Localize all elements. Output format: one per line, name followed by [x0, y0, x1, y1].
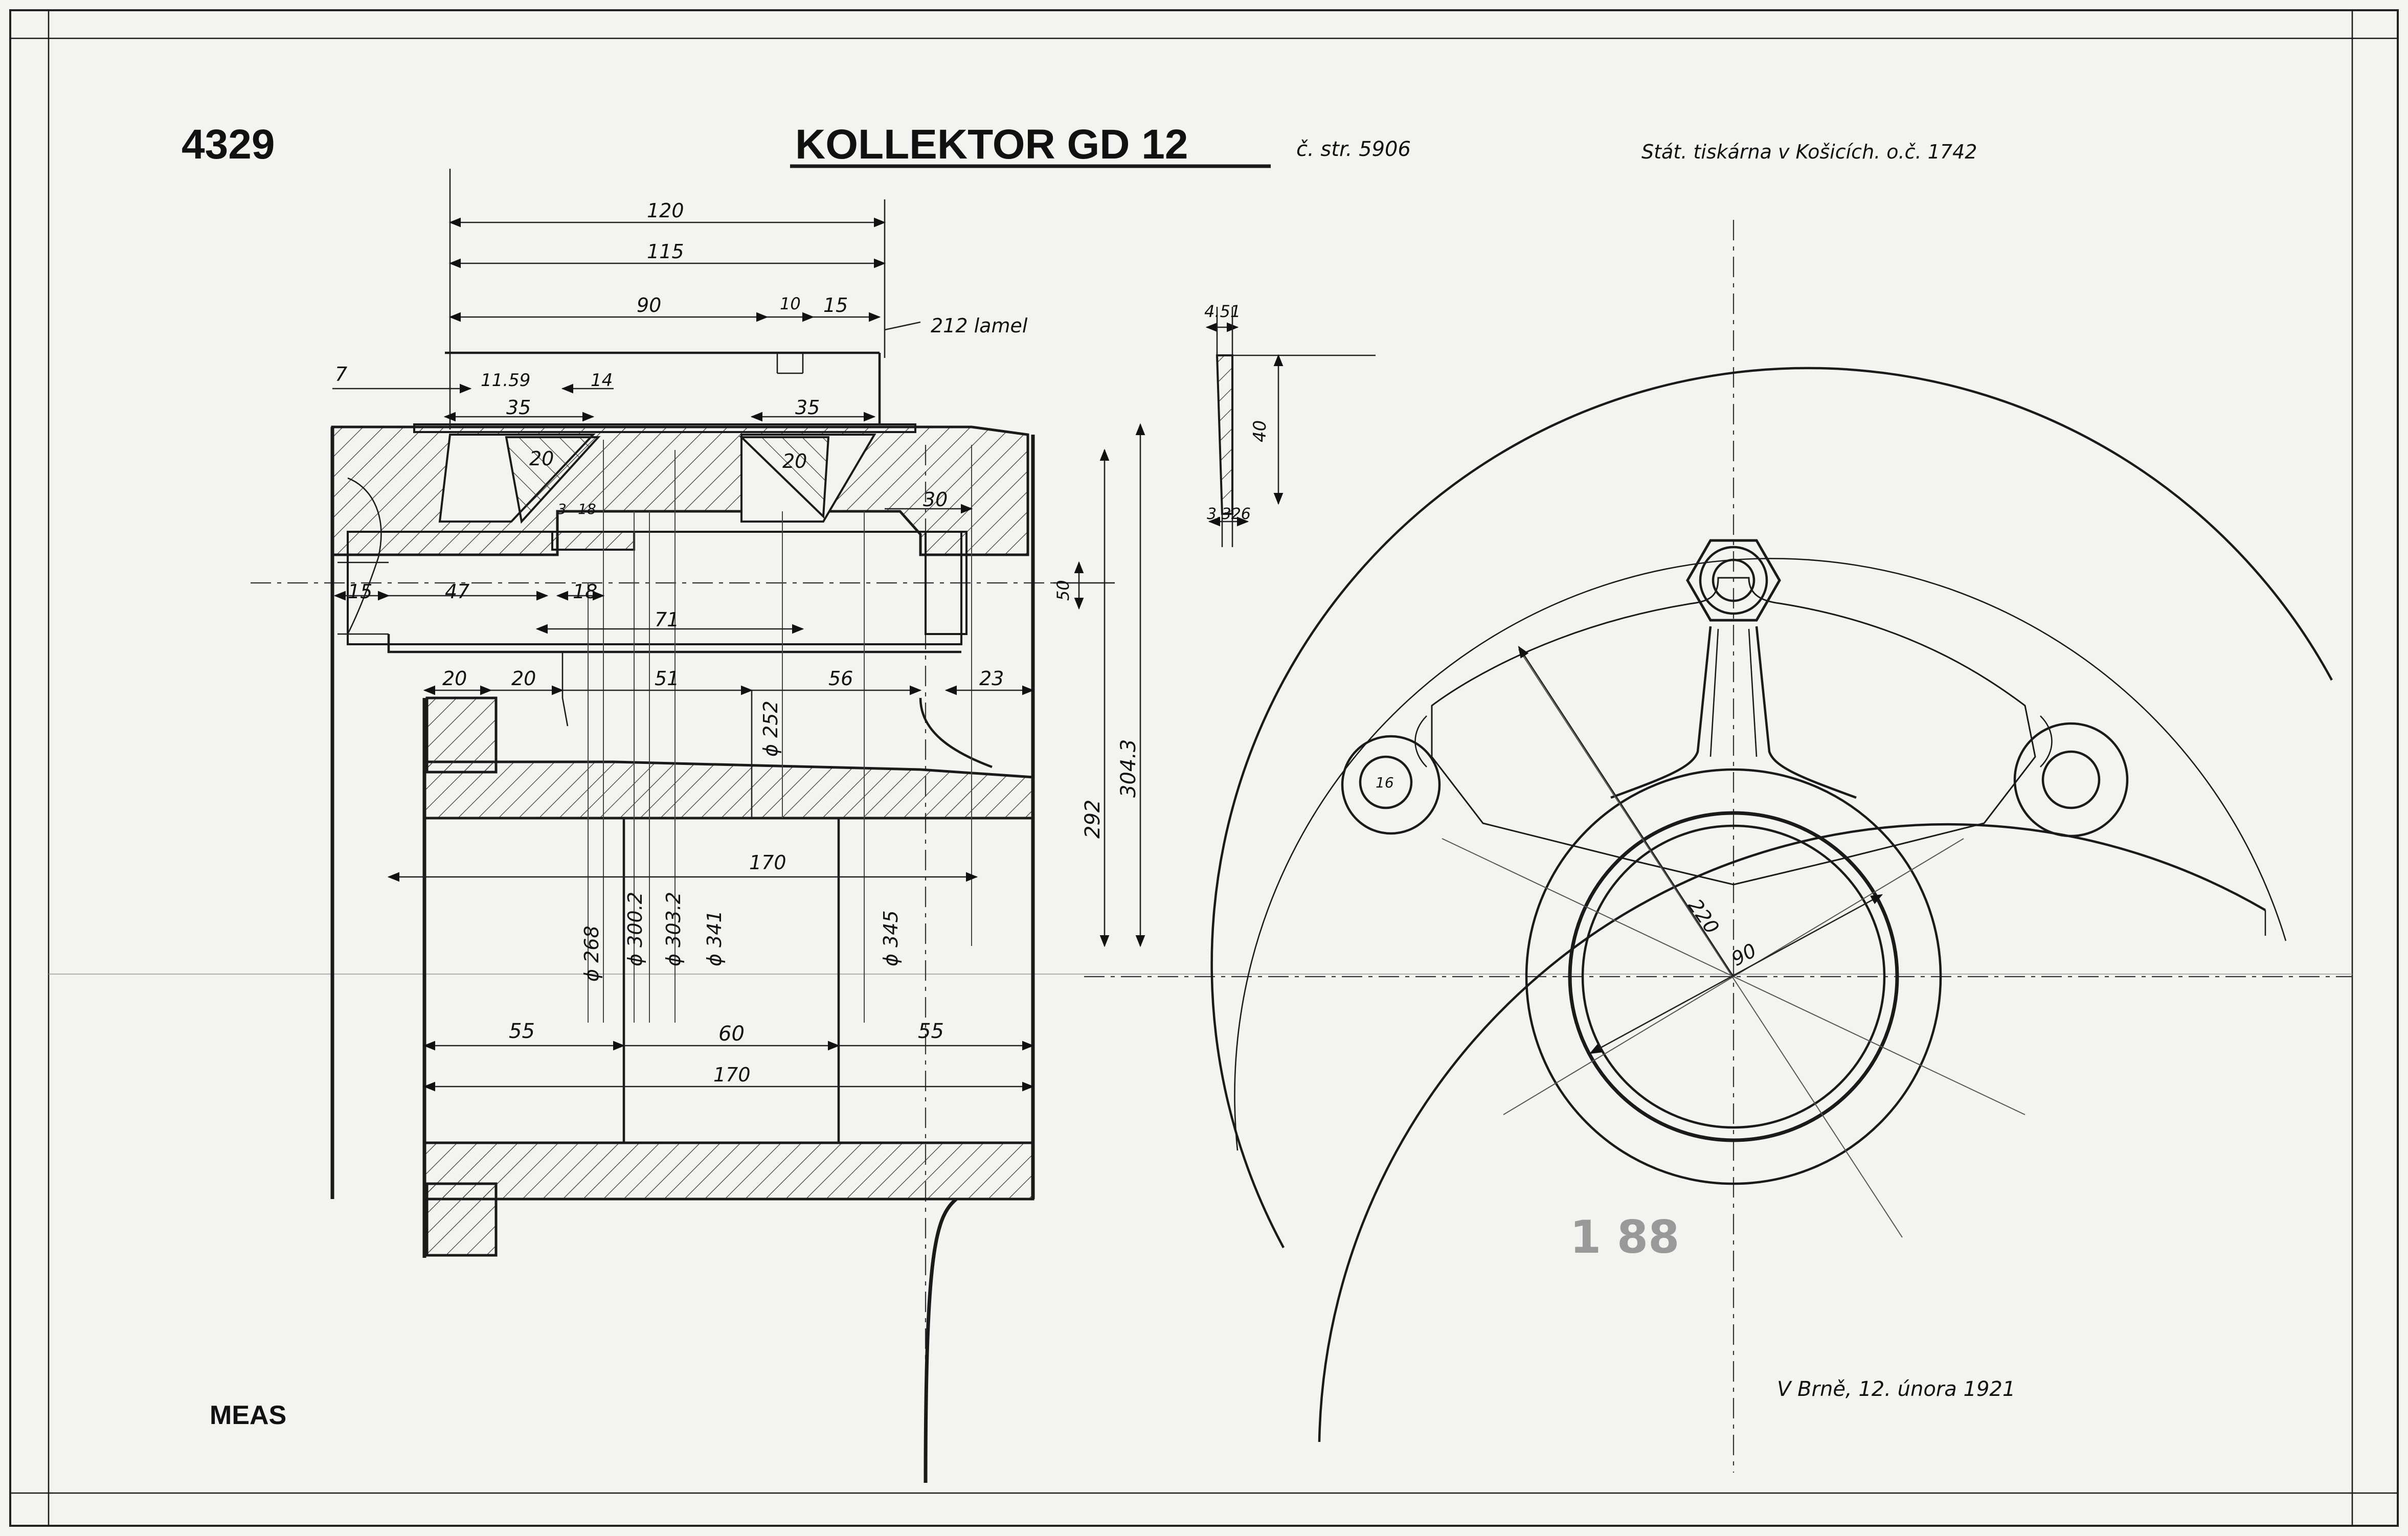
sheet-border	[9, 9, 2399, 1527]
hex-nut	[1686, 539, 1781, 622]
left-lug-hole	[1359, 755, 1413, 809]
dim-15-top: 15	[823, 294, 848, 317]
section-view	[251, 351, 1059, 1483]
dim-4-51: 4.51	[1204, 302, 1241, 321]
flange-outline	[1431, 577, 2036, 886]
dim-170-upper: 170	[749, 851, 786, 874]
dim-90-front: 90	[1728, 939, 1760, 970]
dim-120: 120	[647, 199, 684, 222]
meas-stamp: MEAS	[210, 1401, 286, 1430]
dim-18-upper: 18	[578, 501, 596, 517]
hub-outer-ring	[1525, 768, 1942, 1185]
sleeve-section	[423, 760, 1034, 820]
date-signature: V Brně, 12. února 1921	[1777, 1377, 2015, 1401]
dim-47: 47	[445, 580, 469, 603]
dim-40: 40	[1250, 420, 1270, 442]
dim-phi-300-2: ϕ 300.2	[624, 892, 646, 966]
dim-51: 51	[655, 667, 679, 690]
dim-292: 292	[1081, 800, 1105, 839]
dim-90: 90	[637, 294, 661, 317]
dim-55-left: 55	[509, 1020, 535, 1043]
dim-20-left: 20	[529, 447, 554, 470]
hub-inner-ring	[1568, 811, 1899, 1142]
dim-20-right: 20	[782, 450, 807, 472]
drawing-title: KOLLEKTOR GD 12	[795, 121, 1188, 168]
lamel-detail: 4.51 40 3.326	[1204, 302, 1376, 547]
dim-56: 56	[828, 667, 853, 690]
faded-stamp: 1 88	[1570, 1211, 1679, 1263]
dim-7: 7	[335, 363, 347, 386]
dimension-labels: 120 115 90 10 15 212 lamel 7 11.59 14 35…	[335, 199, 1140, 1086]
dim-phi-303-2: ϕ 303.2	[662, 892, 685, 966]
dim-3-326: 3.326	[1207, 505, 1251, 523]
dim-phi-341: ϕ 341	[703, 910, 726, 966]
dim-3: 3	[557, 501, 567, 517]
dim-10: 10	[780, 294, 801, 313]
dim-304-3: 304.3	[1117, 739, 1140, 798]
right-lug-hole	[2041, 750, 2101, 809]
dimension-lines	[332, 169, 1145, 1092]
dim-220: 220	[1684, 895, 1724, 938]
footer: MEAS V Brně, 12. února 1921	[210, 1377, 2015, 1430]
reference-number: č. str. 5906	[1296, 138, 1411, 161]
lamel-note: 212 lamel	[931, 314, 1028, 337]
left-lug	[1341, 735, 1441, 835]
dim-14: 14	[591, 370, 613, 391]
printer-note: Stát. tiskárna v Košicích. o.č. 1742	[1641, 141, 1977, 163]
dim-35-right: 35	[795, 396, 820, 419]
dim-11-59: 11.59	[481, 370, 530, 391]
dim-23: 23	[979, 667, 1004, 690]
dim-18-lower: 18	[573, 580, 597, 603]
dim-16: 16	[1376, 774, 1394, 791]
sheet-number: 4329	[182, 121, 275, 168]
dim-60: 60	[718, 1022, 745, 1046]
dim-20-sleeve-b: 20	[511, 667, 536, 690]
dim-71: 71	[655, 608, 679, 631]
front-view: 16 220 90 1 88	[1084, 220, 2352, 1473]
dim-170-lower: 170	[713, 1064, 751, 1086]
dim-115: 115	[647, 240, 684, 263]
dim-20-sleeve-a: 20	[442, 667, 467, 690]
dim-50: 50	[1053, 580, 1073, 601]
title-block: 4329 KOLLEKTOR GD 12 č. str. 5906 Stát. …	[182, 121, 1977, 168]
dim-15-left: 15	[348, 580, 372, 603]
dim-30: 30	[923, 488, 948, 511]
dim-55-right: 55	[918, 1020, 944, 1043]
right-lug	[2013, 722, 2129, 838]
dim-35-left: 35	[506, 396, 531, 419]
dim-phi-252: ϕ 252	[759, 701, 782, 757]
dim-phi-268: ϕ 268	[580, 925, 603, 982]
dim-phi-345: ϕ 345	[880, 910, 902, 966]
